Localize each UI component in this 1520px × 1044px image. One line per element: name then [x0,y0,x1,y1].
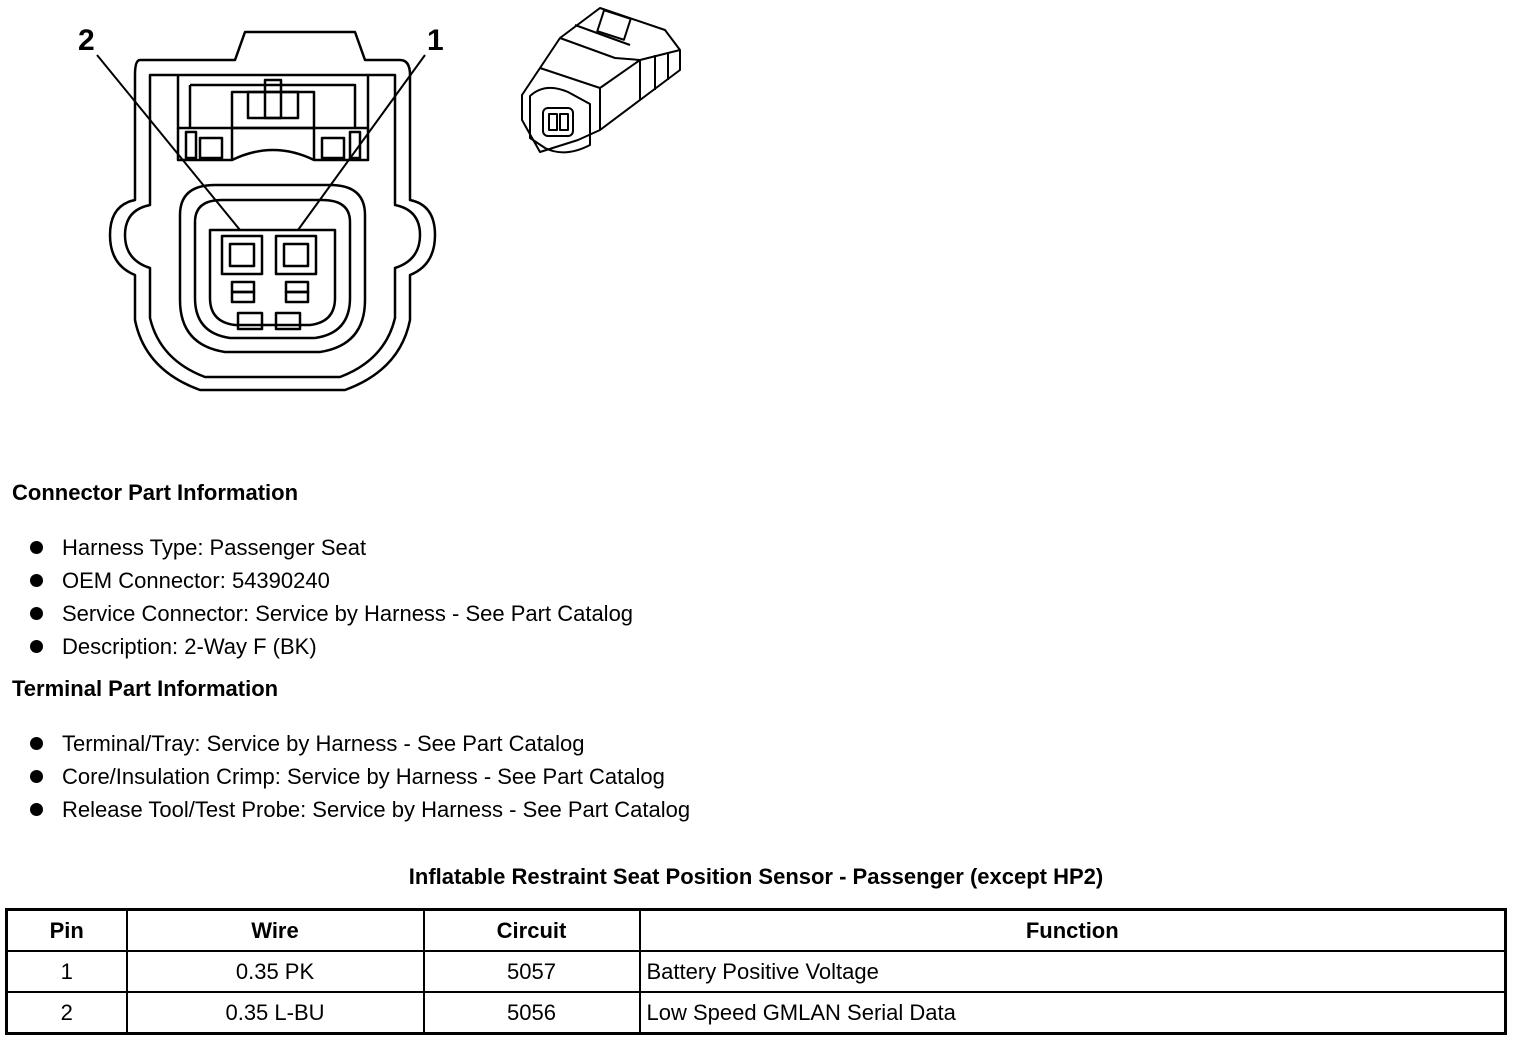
column-header-pin: Pin [5,908,128,952]
list-item: Release Tool/Test Probe: Service by Harn… [30,793,690,826]
connector-info-heading: Connector Part Information [12,480,299,505]
column-header-function: Function [638,908,1507,952]
terminal-info-heading: Terminal Part Information [12,676,279,701]
cell-function: Low Speed GMLAN Serial Data [638,991,1507,1035]
bullet-icon [30,803,43,816]
terminal-info-list: Terminal/Tray: Service by Harness - See … [30,727,690,826]
bullet-icon [30,541,43,554]
list-item: OEM Connector: 54390240 [30,564,633,597]
pin-1-leader-line [297,54,426,231]
cell-pin: 2 [5,991,128,1035]
table-row: 1 0.35 PK 5057 Battery Positive Voltage [5,950,1507,993]
column-header-circuit: Circuit [422,908,641,952]
pin-1-label: 1 [427,24,444,57]
pin-table: Pin Wire Circuit Function 1 0.35 PK 5057… [5,908,1507,1035]
list-item: Terminal/Tray: Service by Harness - See … [30,727,690,760]
list-item: Core/Insulation Crimp: Service by Harnes… [30,760,690,793]
connector-info-list: Harness Type: Passenger Seat OEM Connect… [30,531,633,663]
bullet-icon [30,640,43,653]
table-title: Inflatable Restraint Seat Position Senso… [408,864,1104,889]
pin-2-leader-line [96,54,241,231]
table-row: 2 0.35 L-BU 5056 Low Speed GMLAN Serial … [5,991,1507,1035]
bullet-icon [30,770,43,783]
list-item: Harness Type: Passenger Seat [30,531,633,564]
bullet-icon [30,607,43,620]
cell-pin: 1 [5,950,128,993]
connector-isometric-view [521,7,681,154]
column-header-wire: Wire [125,908,425,952]
list-item: Service Connector: Service by Harness - … [30,597,633,630]
cell-wire: 0.35 L-BU [125,991,425,1035]
cell-circuit: 5056 [422,991,641,1035]
list-item: Description: 2-Way F (BK) [30,630,633,663]
pin-2-label: 2 [78,24,95,57]
table-header-row: Pin Wire Circuit Function [5,908,1507,952]
cell-circuit: 5057 [422,950,641,993]
cell-function: Battery Positive Voltage [638,950,1507,993]
cell-wire: 0.35 PK [125,950,425,993]
bullet-icon [30,574,43,587]
bullet-icon [30,737,43,750]
connector-face-diagram: 2 1 [78,7,681,392]
